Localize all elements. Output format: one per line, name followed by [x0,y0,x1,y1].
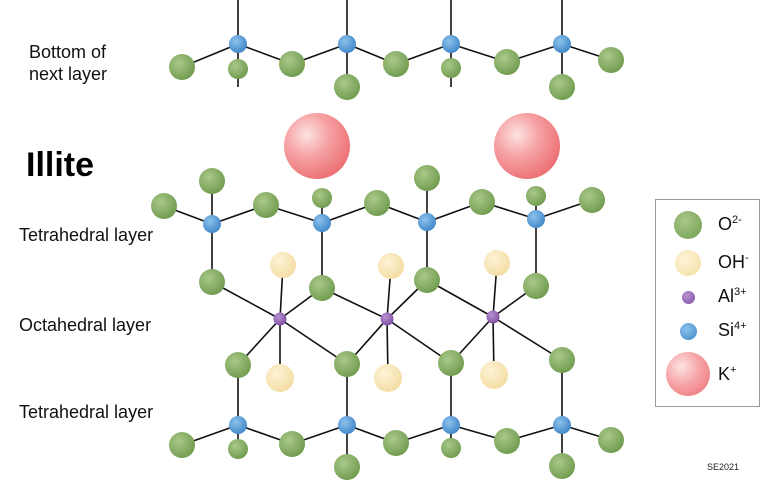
credit-text: SE2021 [707,462,740,472]
silicon-atom [203,215,221,233]
oxygen-atom [279,51,305,77]
legend-oh-charge: - [745,252,749,264]
oxygen-atom [494,428,520,454]
oxygen-atom [441,58,461,78]
legend-k-charge: + [730,364,737,376]
oxygen-atom [199,168,225,194]
oxygen-atom [199,269,225,295]
oxygen-atom [523,273,549,299]
bottom-next-layer-label-line1: Bottom of [29,42,107,62]
aluminium-atom [380,312,394,326]
legend-item-o: O2- [656,210,761,240]
oxygen-atom [253,192,279,218]
legend-si-label: Si [718,320,735,340]
oxygen-atom [598,47,624,73]
oxygen-atom [334,454,360,480]
potassium-ion [284,113,350,179]
silicon-atom [553,35,571,53]
oxygen-atom [309,275,335,301]
oxygen-atom [383,51,409,77]
potassium-ion [494,113,560,179]
oxygen-atom [438,350,464,376]
silicon-atom [553,416,571,434]
oxygen-atom [169,432,195,458]
oxygen-atom [414,267,440,293]
oxygen-atom [549,74,575,100]
legend-al-charge: 3+ [734,286,747,298]
oxygen-atom [334,351,360,377]
silicon-atom [229,416,247,434]
legend-o-charge: 2- [732,214,742,226]
aluminium-atom [486,310,500,324]
atoms-group [151,35,624,480]
silicon-atom [313,214,331,232]
hydroxide-icon [675,250,701,276]
hydroxide-ion [270,252,296,278]
aluminium-atom-icon [682,291,695,304]
legend-al-label: Al [718,286,735,306]
legend-item-oh: OH- [656,248,761,278]
oxygen-atom [228,59,248,79]
oxygen-atom [549,347,575,373]
oxygen-atom [312,188,332,208]
oxygen-atom [526,186,546,206]
legend-item-si: Si4+ [656,316,761,346]
bond-line [279,318,348,365]
aluminium-atom [273,312,287,326]
tetrahedral-layer-label-bottom: Tetrahedral layer [19,402,154,422]
oxygen-atom [383,430,409,456]
hydroxide-ion [378,253,404,279]
oxygen-atom [364,190,390,216]
legend-si-charge: 4+ [734,320,747,332]
legend-o-label: O [718,214,733,234]
oxygen-atom [598,427,624,453]
legend-oh-label: OH [718,252,745,272]
oxygen-atom [279,431,305,457]
oxygen-atom [494,49,520,75]
hydroxide-ion [480,361,508,389]
oxygen-atom [228,439,248,459]
oxygen-atom [549,453,575,479]
legend-k-label: K [718,364,731,384]
oxygen-atom-icon [674,211,702,239]
octahedral-layer-label: Octahedral layer [19,315,152,335]
hydroxide-ion [374,364,402,392]
silicon-atom-icon [680,323,697,340]
silicon-atom [418,213,436,231]
hydroxide-ion [484,250,510,276]
silicon-atom [338,416,356,434]
silicon-atom [338,35,356,53]
legend-item-k: K+ [656,352,761,396]
silicon-atom [442,416,460,434]
oxygen-atom [441,438,461,458]
potassium-ion-icon [666,352,710,396]
oxygen-atom [579,187,605,213]
hydroxide-ion [266,364,294,392]
legend: O2- OH- Al3+ Si4+ K+ [655,199,760,407]
diagram-title: Illite [26,146,95,184]
oxygen-atom [469,189,495,215]
silicon-atom [442,35,460,53]
oxygen-atom [151,193,177,219]
legend-item-al: Al3+ [656,282,761,312]
bottom-next-layer-label-line2: next layer [29,64,108,84]
bond-line [492,316,563,361]
silicon-atom [527,210,545,228]
oxygen-atom [169,54,195,80]
tetrahedral-layer-label-top: Tetrahedral layer [19,225,154,245]
oxygen-atom [225,352,251,378]
oxygen-atom [414,165,440,191]
silicon-atom [229,35,247,53]
oxygen-atom [334,74,360,100]
